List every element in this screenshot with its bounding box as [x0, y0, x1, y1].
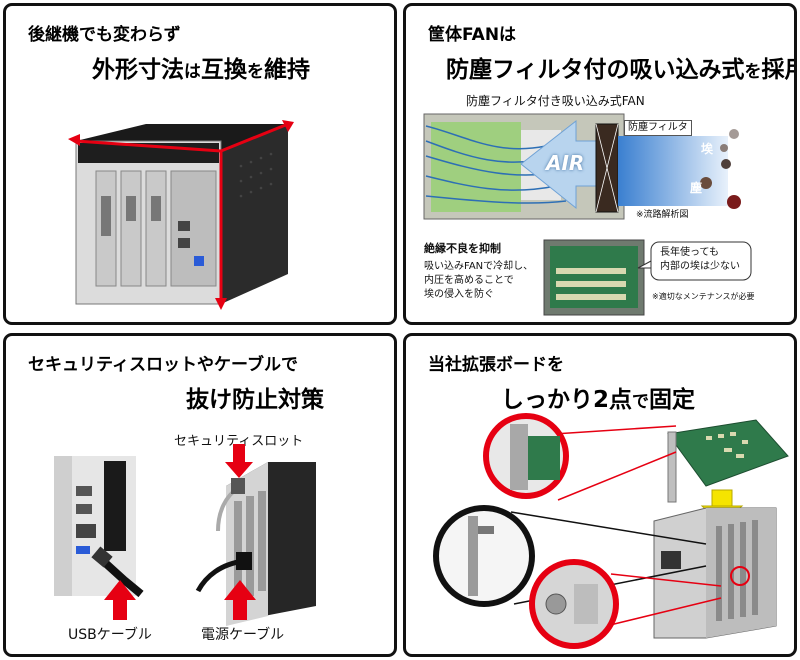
usb-cable-label: USBケーブル: [68, 627, 152, 643]
insulation-line-2: 内圧を高めることで: [424, 275, 514, 286]
analysis-note: ※流路解析図: [636, 210, 689, 220]
panel1-heading-line1: 後継機でも変わらず: [28, 25, 181, 45]
insulation-line-3: 埃の侵入を防ぐ: [424, 289, 494, 300]
callout-line-1: 長年使っても: [660, 247, 719, 258]
maintenance-note: ※適切なメンテナンスが必要: [652, 292, 755, 301]
panel2-heading-line1: 筐体FANは: [428, 25, 517, 45]
panel-security-slot: セキュリティスロットやケーブルで 抜け防止対策 セキュリティスロット: [3, 333, 397, 657]
panel-dimension-compat: 後継機でも変わらず 外形寸法は互換を維持: [3, 3, 397, 325]
panel3-heading-line1: セキュリティスロットやケーブルで: [28, 355, 298, 375]
panel4-heading-line2: しっかり2点で固定: [501, 387, 696, 413]
panel-board-fixing: 当社拡張ボードを しっかり2点で固定: [403, 333, 797, 657]
fan-diagram-title: 防塵フィルタ付き吸い込み式FAN: [466, 94, 645, 108]
pc-chassis-illustration: [68, 120, 294, 310]
insulation-title: 絶縁不良を抑制: [424, 242, 501, 255]
air-label: AIR: [546, 151, 585, 175]
security-slot-label: セキュリティスロット: [174, 434, 304, 449]
insulation-line-1: 吸い込みFANで冷却し、: [424, 261, 534, 272]
dust-label-chiri: 塵: [690, 181, 703, 195]
airflow-diagram: [423, 113, 752, 316]
filter-label: 防塵フィルタ: [624, 120, 692, 136]
dust-label-hokori: 埃: [701, 142, 714, 156]
panel-fan-filter: 筐体FANは 防塵フィルタ付の吸い込み式を採用 防塵フィルタ付き吸い込み式FAN: [403, 3, 797, 325]
callout-line-2: 内部の埃は少ない: [660, 261, 740, 272]
panel3-heading-line2: 抜け防止対策: [186, 387, 324, 413]
panel1-heading-line2: 外形寸法は互換を維持: [92, 57, 310, 83]
board-fixing-illustration: [433, 413, 789, 649]
panel4-heading-line1: 当社拡張ボードを: [428, 355, 564, 375]
security-photos: [54, 444, 316, 626]
panel2-heading-line2: 防塵フィルタ付の吸い込み式を採用: [446, 57, 794, 83]
power-cable-label: 電源ケーブル: [201, 627, 285, 643]
